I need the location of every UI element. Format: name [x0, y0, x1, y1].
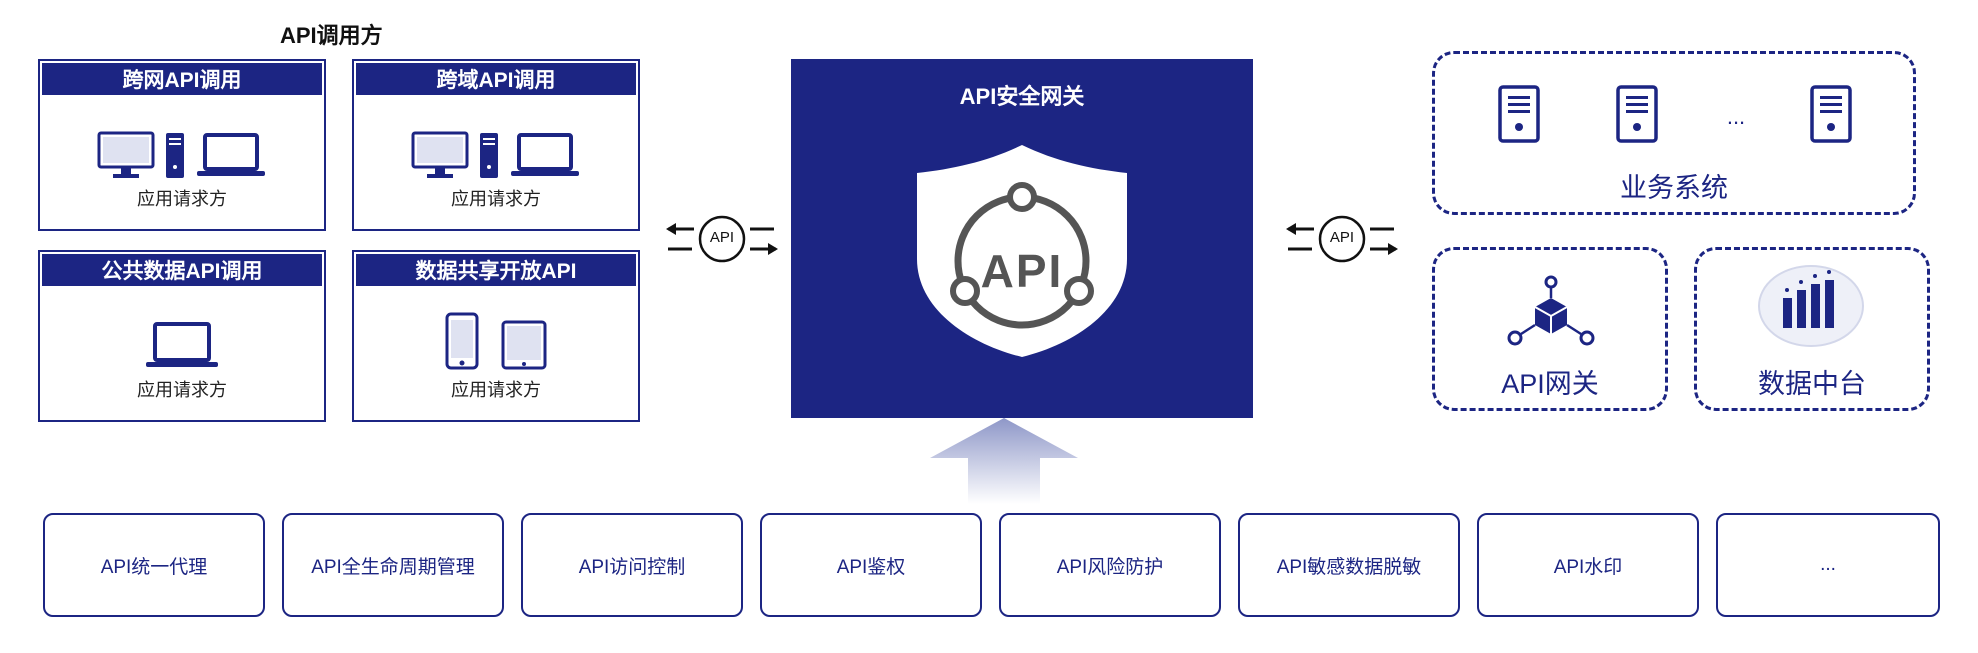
data-platform-label: 数据中台	[1758, 369, 1866, 399]
capability-api-watermark: API水印	[1477, 513, 1699, 617]
shield-text: API	[980, 245, 1064, 297]
server-icon	[1810, 85, 1852, 143]
caller-box-title: 跨网API调用	[42, 63, 322, 95]
api-exchange-left: API	[664, 213, 780, 269]
capability-api-risk-protection: API风险防护	[999, 513, 1221, 617]
caller-box-data-sharing: 数据共享开放API 应用请求方	[352, 250, 640, 422]
laptop-icon	[197, 133, 265, 176]
data-platform-box: 数据中台	[1694, 247, 1930, 411]
caller-box-label: 应用请求方	[451, 189, 541, 209]
caller-box-cross-domain: 跨域API调用 应用请求方	[352, 59, 640, 231]
pc-tower-icon	[480, 133, 498, 178]
api-security-gateway: API安全网关 API	[791, 59, 1253, 418]
capability-api-proxy: API统一代理	[43, 513, 265, 617]
laptop-icon	[511, 133, 579, 176]
capability-api-access-control: API访问控制	[521, 513, 743, 617]
bar-chart-icon	[1758, 265, 1864, 347]
shield-icon	[917, 145, 1127, 357]
smartphone-icon	[445, 312, 479, 370]
laptop-icon	[146, 322, 218, 367]
capability-more: ...	[1716, 513, 1940, 617]
server-icon	[1498, 85, 1540, 143]
caller-box-title: 公共数据API调用	[42, 254, 322, 286]
bidirectional-arrow-icon	[666, 215, 778, 263]
api-exchange-label: API	[709, 229, 735, 246]
desktop-monitor-icon	[411, 131, 469, 178]
caller-box-title: 跨域API调用	[356, 63, 636, 95]
up-arrow-icon	[930, 418, 1078, 504]
api-gateway-label: API网关	[1501, 369, 1599, 399]
caller-box-public-data: 公共数据API调用 应用请求方	[38, 250, 326, 422]
tablet-icon	[501, 320, 547, 370]
api-gateway-box: API网关	[1432, 247, 1668, 411]
caller-box-label: 应用请求方	[137, 189, 227, 209]
bidirectional-arrow-icon	[1286, 215, 1398, 263]
business-system-label: 业务系统	[1620, 173, 1728, 203]
network-cube-icon	[1507, 275, 1595, 346]
caller-box-label: 应用请求方	[451, 380, 541, 400]
gateway-title: API安全网关	[959, 84, 1085, 109]
server-icon	[1616, 85, 1658, 143]
api-exchange-right: API	[1284, 213, 1400, 269]
desktop-monitor-icon	[97, 131, 155, 178]
callers-title: API调用方	[280, 23, 383, 48]
business-ellipsis: ...	[1726, 104, 1746, 129]
capability-api-lifecycle: API全生命周期管理	[282, 513, 504, 617]
capability-api-data-masking: API敏感数据脱敏	[1238, 513, 1460, 617]
business-system-box: ... 业务系统	[1432, 51, 1916, 215]
api-exchange-label: API	[1329, 229, 1355, 246]
caller-box-label: 应用请求方	[137, 380, 227, 400]
caller-box-cross-network: 跨网API调用 应用请求方	[38, 59, 326, 231]
capability-api-auth: API鉴权	[760, 513, 982, 617]
caller-box-title: 数据共享开放API	[356, 254, 636, 286]
pc-tower-icon	[166, 133, 184, 178]
